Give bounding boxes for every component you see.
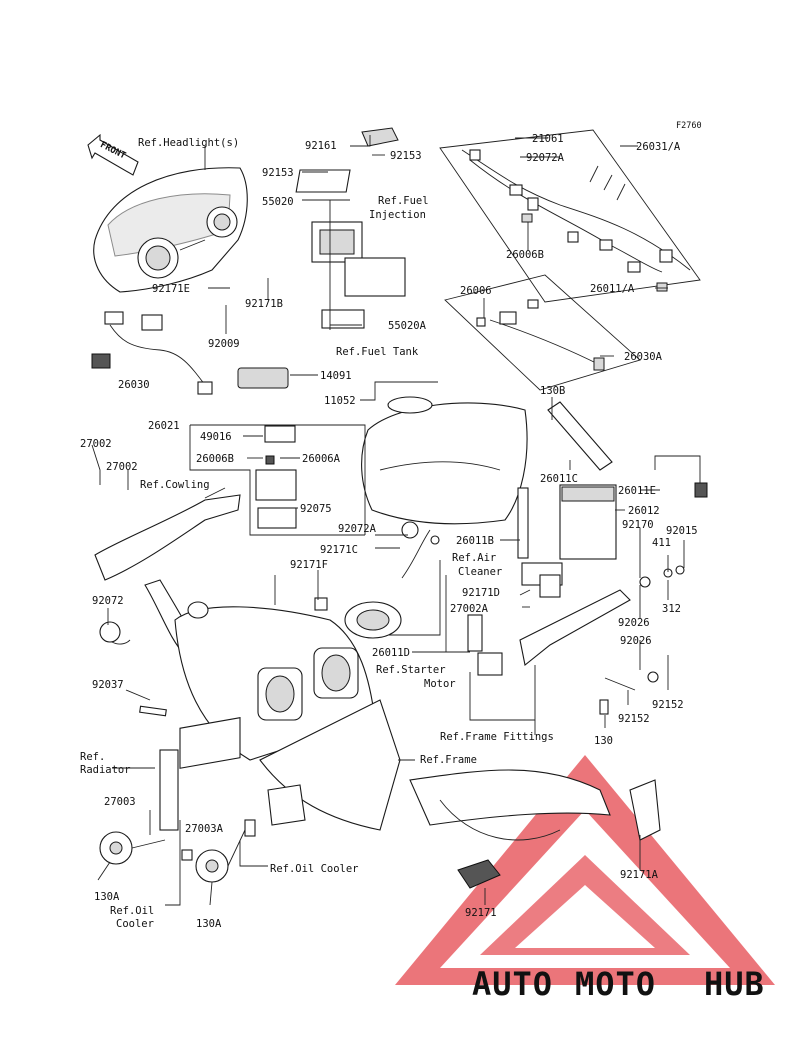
label-92026-lower: 92026 [620,635,652,647]
label-ref-fuel-injection-1: Ref.Fuel [378,195,429,207]
label-26031a: 26031/A [636,141,681,153]
label-92152-left: 92152 [618,713,650,725]
label-92072a-top: 92072A [526,152,565,164]
label-92152-right: 92152 [652,699,684,711]
label-55020a: 55020A [388,320,427,332]
label-55020: 55020 [262,196,294,208]
label-92072a: 92072A [338,523,377,535]
label-ref-frame-fittings: Ref.Frame Fittings [440,731,554,743]
label-92171: 92171 [465,907,497,919]
label-ref-radiator-2: Radiator [80,764,131,776]
label-130: 130 [594,735,613,747]
label-92170: 92170 [622,519,654,531]
label-26006b-left: 26006B [196,453,234,465]
label-ref-radiator-1: Ref. [80,751,105,763]
label-92171f: 92171F [290,559,328,571]
label-92153-right: 92153 [390,150,422,162]
label-26030: 26030 [118,379,150,391]
watermark-logo [395,755,775,985]
label-ref-fuel-injection-2: Injection [369,209,426,221]
label-92161: 92161 [305,140,337,152]
front-arrow-icon: FRONT [87,133,139,176]
label-21061: 21061 [532,133,564,145]
label-92075: 92075 [300,503,332,515]
watermark-hub: HUB [704,965,765,1003]
label-92015: 92015 [666,525,698,537]
label-27003a: 27003A [185,823,224,835]
label-ref-headlight: Ref.Headlight(s) [138,137,239,149]
label-ref-oil-cooler-low-1: Ref.Oil [110,905,154,917]
label-92171b: 92171B [245,298,283,310]
ecu-assembly [295,127,406,329]
harness-panel [439,129,701,303]
watermark-moto: MOTO [575,965,656,1003]
label-11052: 11052 [324,395,356,407]
part-labels: F2760 Ref.Headlight(s) 92161 92153 92153… [80,121,702,930]
label-92037: 92037 [92,679,124,691]
label-92171d: 92171D [462,587,500,599]
label-ref-air-cleaner-1: Ref.Air [452,552,496,564]
air-cleaner-parts [314,521,440,639]
label-ref-frame: Ref.Frame [420,754,477,766]
sub-harness-panel [444,274,641,391]
label-92009: 92009 [208,338,240,350]
label-26011d: 26011D [372,647,410,659]
label-27002-upper: 27002 [80,438,112,450]
label-ref-oil-cooler-low-2: Cooler [116,918,154,930]
label-ref-starter-1: Ref.Starter [376,664,446,676]
battery-area [467,401,708,715]
label-14091: 14091 [320,370,352,382]
label-26030a: 26030A [624,351,663,363]
label-92171c: 92171C [320,544,358,556]
label-411: 411 [652,537,671,549]
label-49016: 49016 [200,431,232,443]
label-26006b-top: 26006B [506,249,544,261]
misc-clamps [99,621,661,889]
label-130a-left: 130A [94,891,120,903]
fuel-tank [361,396,528,525]
label-92171a: 92171A [620,869,659,881]
label-27003: 27003 [104,796,136,808]
label-26006a: 26006A [302,453,341,465]
label-ref-cowling: Ref.Cowling [140,479,210,491]
label-26012: 26012 [628,505,660,517]
label-312: 312 [662,603,681,615]
label-27002a-right: 27002A [450,603,489,615]
label-92026-upper: 92026 [618,617,650,629]
label-26021: 26021 [148,420,180,432]
label-26011e: 26011E [618,485,656,497]
headlight-assembly [93,167,248,293]
label-ref-fuel-tank: Ref.Fuel Tank [336,346,419,358]
label-26011c: 26011C [540,473,578,485]
watermark-auto: AUTO [472,965,553,1003]
label-92072: 92072 [92,595,124,607]
leader-lines [91,135,685,906]
horn-and-bracket [99,705,256,883]
label-26011b: 26011B [456,535,494,547]
label-26006: 26006 [460,285,492,297]
label-130b: 130B [540,385,565,397]
label-27002-lower: 27002 [106,461,138,473]
label-ref-starter-2: Motor [424,678,456,690]
label-130a-right: 130A [196,918,222,930]
label-92171e: 92171E [152,283,190,295]
relay-box [237,367,297,529]
label-92153-left: 92153 [262,167,294,179]
watermark-wordmark: AUTO MOTO HUB [472,965,765,1003]
label-ref-air-cleaner-2: Cleaner [458,566,502,578]
figure-code: F2760 [676,121,702,131]
label-26011a: 26011/A [590,283,635,295]
harness-26030 [91,311,213,395]
label-ref-oil-cooler: Ref.Oil Cooler [270,863,359,875]
